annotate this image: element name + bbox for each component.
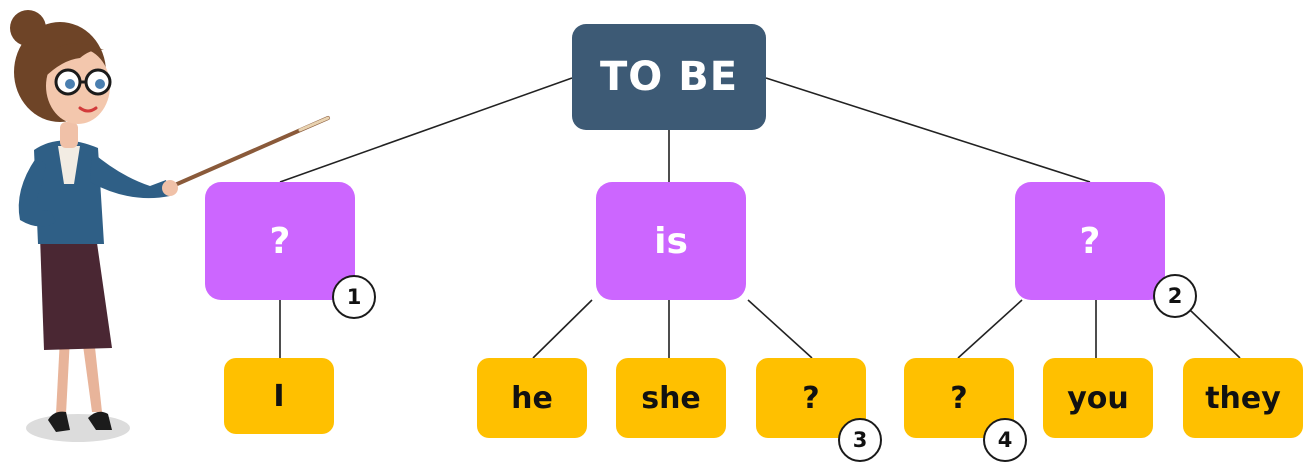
connector-root-to-mid-3 <box>765 77 1091 183</box>
leaf-node-you-label: you <box>1067 380 1129 416</box>
number-badge-3: 3 <box>838 418 882 462</box>
leaf-node-he: he <box>477 358 587 438</box>
number-badge-4: 4 <box>983 418 1027 462</box>
leaf-node-i: I <box>224 358 334 434</box>
leaf-node-question-4-label: ? <box>950 380 968 416</box>
root-node: TO BE <box>572 24 766 130</box>
leaf-node-you: you <box>1043 358 1153 438</box>
leaf-node-she: she <box>616 358 726 438</box>
middle-node-1-label: ? <box>269 220 291 262</box>
leaf-node-i-label: I <box>273 378 285 414</box>
teacher-illustration <box>10 10 330 442</box>
root-node-label: TO BE <box>599 54 739 100</box>
middle-node-3-label: ? <box>1079 220 1101 262</box>
floor-shadow <box>26 414 130 442</box>
number-badge-4-label: 4 <box>997 428 1013 452</box>
number-badge-3-label: 3 <box>852 428 868 452</box>
leaf-node-they: they <box>1183 358 1303 438</box>
number-badge-2: 2 <box>1153 274 1197 318</box>
middle-node-1: ? <box>205 182 355 300</box>
number-badge-2-label: 2 <box>1167 284 1183 308</box>
middle-node-2-label: is <box>654 220 688 262</box>
leaf-node-she-label: she <box>641 380 701 416</box>
leaf-node-he-label: he <box>511 380 553 416</box>
connector-mid2-to-leaf-he <box>532 299 593 359</box>
number-badge-1-label: 1 <box>346 285 362 309</box>
connector-root-to-mid-1 <box>279 77 573 183</box>
number-badge-1: 1 <box>332 275 376 319</box>
leaf-node-question-3-label: ? <box>802 380 820 416</box>
connector-mid3-to-leaf-q4 <box>957 299 1023 359</box>
middle-node-3: ? <box>1015 182 1165 300</box>
connector-mid3-to-leaf-they <box>1189 309 1241 359</box>
middle-node-2: is <box>596 182 746 300</box>
connector-mid2-to-leaf-q3 <box>747 299 813 359</box>
leaf-node-they-label: they <box>1205 380 1281 416</box>
